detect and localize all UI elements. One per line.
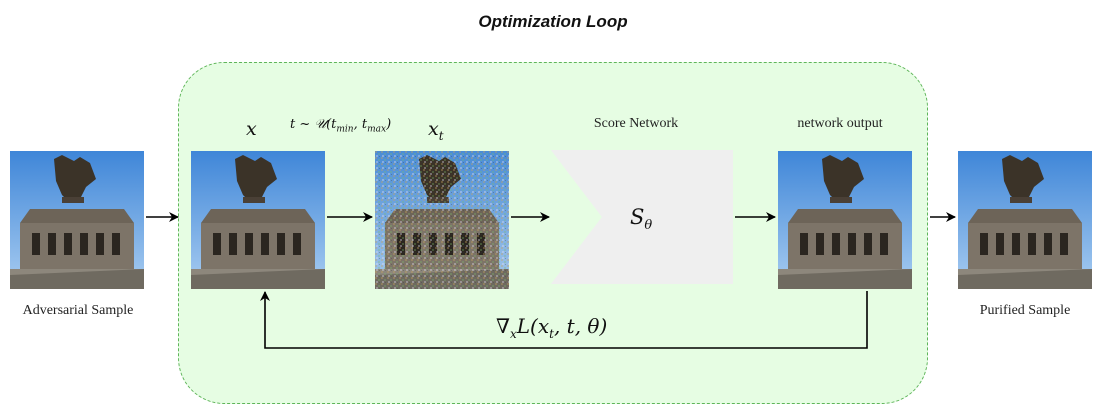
adversarial-sample-caption: Adversarial Sample: [22, 303, 134, 318]
network-output-caption: network output: [797, 116, 883, 131]
x-label: x: [246, 118, 257, 140]
network-symbol: Sθ: [630, 205, 653, 234]
purified-sample-image: [958, 151, 1092, 289]
network-output-image: [778, 151, 912, 289]
diagram-title: Optimization Loop: [478, 12, 628, 31]
sampling-label: t ~ 𝒰(tmin, tmax): [290, 117, 392, 135]
adversarial-sample-image: [10, 151, 144, 289]
gradient-label: ∇xL(xt, t, θ): [496, 314, 608, 341]
gradient-feedback-arrow: [260, 291, 868, 349]
input-x-image: [191, 151, 325, 289]
noisy-xt-image: [375, 151, 509, 289]
xt-label: xt: [428, 118, 444, 143]
score-network-caption: Score Network: [593, 116, 679, 131]
purified-sample-caption: Purified Sample: [979, 303, 1071, 318]
